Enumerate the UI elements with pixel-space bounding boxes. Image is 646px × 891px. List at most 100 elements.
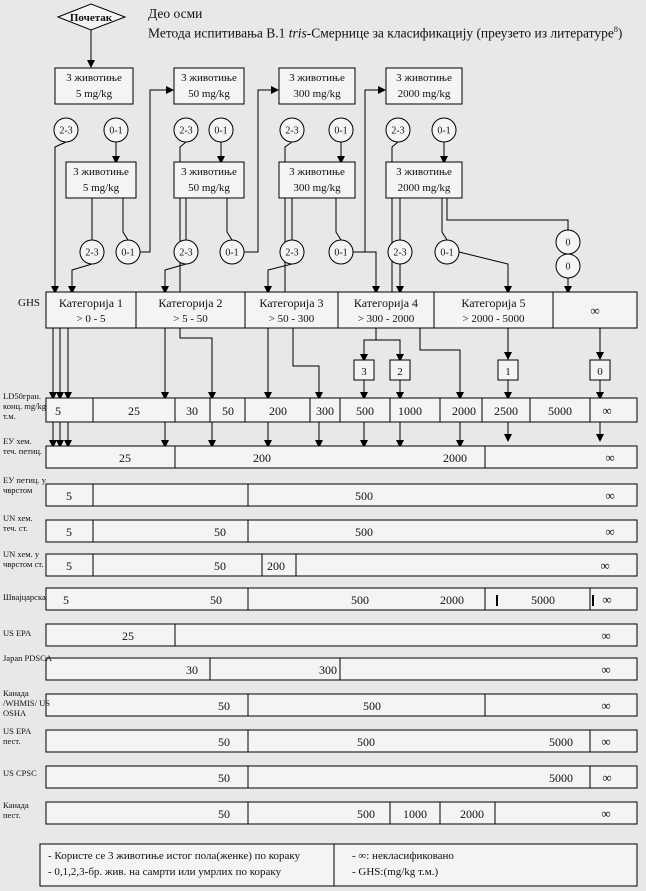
row-6-cell-5: 5000 <box>531 593 555 607</box>
row-12-cell-4: 2000 <box>460 807 484 821</box>
row-1-cell-1: 5 <box>55 404 61 418</box>
row-5-cell-3: 200 <box>267 559 285 573</box>
row-6-cell-3: 500 <box>351 593 369 607</box>
row-6-cell-1: 5 <box>63 593 69 607</box>
dose-box-top-3-title: 3 животиње <box>289 72 345 84</box>
outcome-high-second-4 <box>387 239 413 265</box>
row-8-bar <box>45 657 638 681</box>
edge-second1-high-to-cat1 <box>68 263 93 294</box>
dose-box-second-4 <box>385 161 463 199</box>
row-9-cell-3: ∞ <box>601 698 610 713</box>
row-3-cell-2: 500 <box>355 489 373 503</box>
row-12-label-line-2: пест. <box>3 810 21 820</box>
row-1-cell-9: 2000 <box>452 404 476 418</box>
dose-box-second-2-title: 3 животиње <box>181 166 237 178</box>
edge-low3-to-top4 <box>353 86 386 253</box>
sub-marker-3: 3 <box>361 366 367 378</box>
outcome-low-top-2-label: 0-1 <box>214 126 227 137</box>
row-5-cell-2: 50 <box>214 559 226 573</box>
row-1-cell-11: 5000 <box>548 404 572 418</box>
dose-box-second-2-dose: 50 mg/kg <box>188 182 230 194</box>
dose-box-second-4-dose: 2000 mg/kg <box>398 182 451 194</box>
row-10-label-line-2: пест. <box>3 736 21 746</box>
outcome-high-second-2 <box>173 239 199 265</box>
dose-box-top-2-title: 3 животиње <box>181 72 237 84</box>
row-1-cell-4: 50 <box>222 404 234 418</box>
row-9-label-line-1: Канада <box>3 688 29 698</box>
outcome-high-top-2 <box>173 117 199 143</box>
edge-cat3-to-ld-b <box>292 328 323 400</box>
row-2-label-line-2: теч. петиц. <box>3 446 42 456</box>
dose-box-second-2 <box>173 161 245 199</box>
legend-note-ghs-units: - GHS:(mg/kg т.м.) <box>352 866 439 878</box>
row-2-cell-1: 25 <box>119 451 131 465</box>
row-10-cell-4: ∞ <box>601 734 610 749</box>
outcome-high-top-1 <box>53 117 79 143</box>
outcome-low-second-3 <box>328 239 354 265</box>
outcome-high-top-2-label: 2-3 <box>179 126 192 137</box>
edge-top1-high-to-cat1 <box>51 141 67 294</box>
dose-box-top-3-dose: 300 mg/kg <box>293 88 341 100</box>
row-10-cell-3: 5000 <box>549 735 573 749</box>
row-4-cell-2: 50 <box>214 525 226 539</box>
ghs-category-2-name: Категорија 2 <box>158 296 222 310</box>
edge-second4-to-low <box>441 198 448 241</box>
row-12-cell-2: 500 <box>357 807 375 821</box>
row-8-cell-3: ∞ <box>601 662 610 677</box>
edge-second1-to-low <box>122 198 129 241</box>
dose-box-top-3 <box>278 67 356 105</box>
outcome-zero-b <box>555 253 581 279</box>
outcome-high-top-3-label: 2-3 <box>285 126 298 137</box>
sub-marker-0-box <box>589 359 611 381</box>
row-7-label-line-1: US EPA <box>3 628 32 638</box>
outcome-low-top-2 <box>208 117 234 143</box>
ghs-category-2-range: > 5 - 50 <box>173 313 208 325</box>
sub-marker-2: 2 <box>397 366 403 378</box>
row-7-bar <box>45 623 638 647</box>
row-1-bar <box>45 397 638 423</box>
outcome-low-top-4-label: 0-1 <box>437 126 450 137</box>
dose-box-top-2-dose: 50 mg/kg <box>188 88 230 100</box>
outcome-high-second-1 <box>79 239 105 265</box>
outcome-low-top-3-label: 0-1 <box>334 126 347 137</box>
row-1-cell-7: 500 <box>356 404 374 418</box>
edge-low4-to-cat5 <box>458 251 512 294</box>
row-1-cell-2: 25 <box>128 404 140 418</box>
row-11-bar <box>45 765 638 789</box>
outcome-high-top-3 <box>279 117 305 143</box>
row-5-cell-1: 5 <box>66 559 72 573</box>
ghs-category-1-name: Категорија 1 <box>59 296 123 310</box>
method-title: Метода испитивања B.1 tris-Смернице за к… <box>148 25 623 41</box>
legend-note-animals: - Користе се 3 животиње истог пола(женке… <box>48 850 301 862</box>
row-8-cell-2: 300 <box>319 663 337 677</box>
row-3-cell-3: ∞ <box>605 488 614 503</box>
row-6-cell-6: ∞ <box>602 592 611 607</box>
start-node <box>56 3 127 31</box>
dose-box-second-3-title: 3 животиње <box>289 166 345 178</box>
ghs-category-3-range: > 50 - 300 <box>269 313 315 325</box>
row-2-cell-4: ∞ <box>605 450 614 465</box>
row-4-label-line-2: теч. ст. <box>3 523 28 533</box>
dose-box-second-1-title: 3 животиње <box>73 166 129 178</box>
row-2-cell-3: 2000 <box>443 451 467 465</box>
row-11-label-line-1: US CPSC <box>3 768 37 778</box>
row-3-bar <box>45 483 638 507</box>
row-1-label-line-3: т.м. <box>3 411 16 421</box>
row-12-cell-3: 1000 <box>403 807 427 821</box>
outcome-low-top-1 <box>103 117 129 143</box>
outcome-high-second-4-label: 2-3 <box>393 248 406 259</box>
sub-marker-1: 1 <box>505 366 511 378</box>
legend-note-infinity: - ∞: некласификовано <box>352 850 454 862</box>
outcome-high-second-1-label: 2-3 <box>85 248 98 259</box>
row-5-bar <box>45 553 638 577</box>
sub-marker-0: 0 <box>597 366 603 378</box>
row-4-cell-4: ∞ <box>605 524 614 539</box>
edge-second2-to-low <box>226 198 233 241</box>
row-11-cell-2: 5000 <box>549 771 573 785</box>
row-7-cell-2: ∞ <box>601 628 610 643</box>
row-12-cell-5: ∞ <box>601 806 610 821</box>
row-10-bar <box>45 729 638 753</box>
row-9-label-line-2: /WHMIS/ US <box>3 698 50 708</box>
dose-box-top-4-dose: 2000 mg/kg <box>398 88 451 100</box>
